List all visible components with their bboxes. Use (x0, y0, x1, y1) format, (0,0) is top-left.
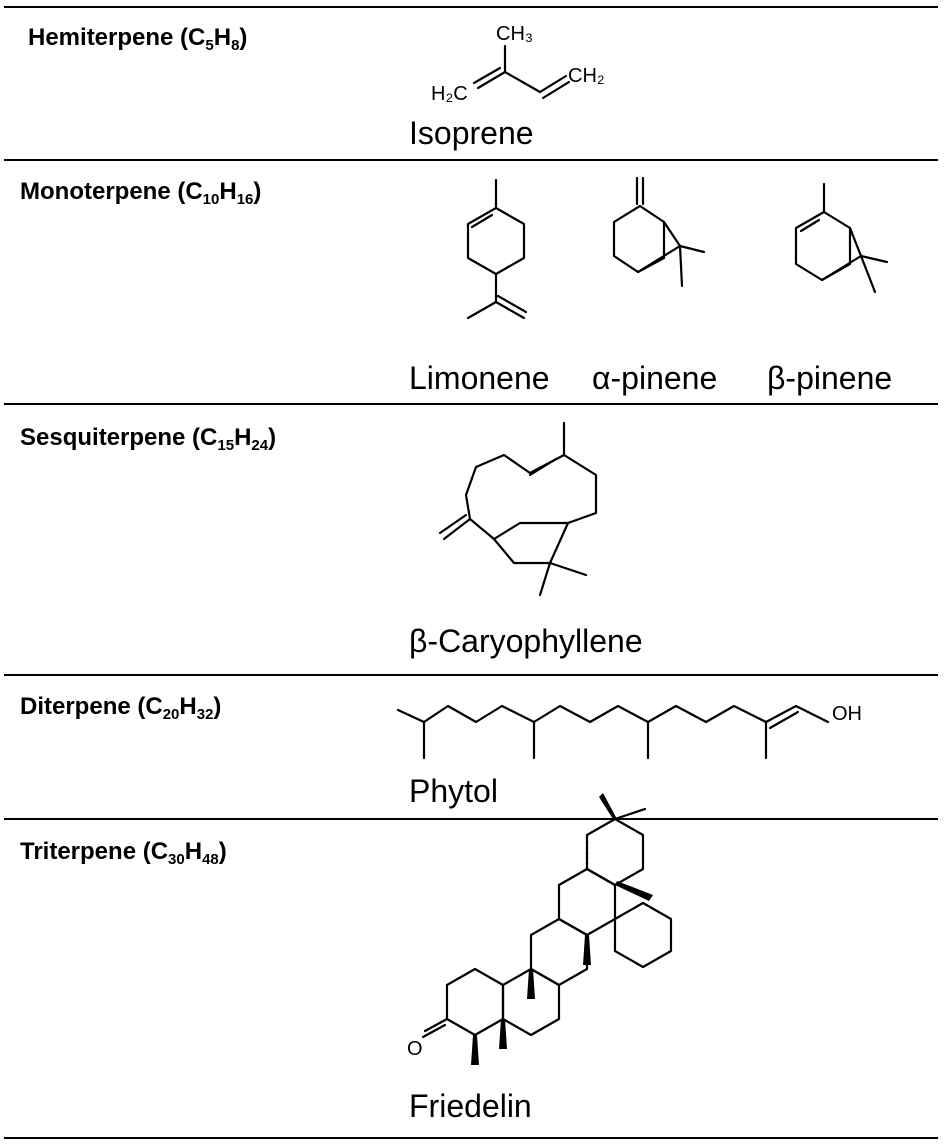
h2c-label: H₂C (431, 83, 468, 105)
carbon-count: 5 (205, 37, 214, 54)
compound-name-friedelin: Friedelin (409, 1088, 532, 1124)
hydrogen-count: 16 (236, 191, 254, 208)
carbon-count: 20 (162, 706, 180, 723)
carbon-count: 30 (168, 851, 185, 868)
hydrogen-count: 8 (231, 37, 240, 54)
carbonyl-oxygen-label: O (407, 1038, 423, 1060)
class-name: Hemiterpene (28, 24, 174, 51)
phytol-structure: OH (396, 703, 862, 760)
carbon-count: 15 (217, 437, 235, 454)
row-divider (4, 159, 938, 161)
class-label-monoterpene: Monoterpene (C10H16) (20, 178, 262, 208)
row-divider (4, 403, 938, 405)
compound-name-limonene: Limonene (409, 360, 550, 396)
class-label-sesquiterpene: Sesquiterpene (C15H24) (20, 424, 277, 454)
row-divider (4, 674, 938, 676)
compound-name-phytol: Phytol (409, 773, 498, 809)
beta-caryophyllene-structure (438, 421, 598, 597)
class-name: Diterpene (20, 693, 131, 720)
hydrogen-count: 48 (202, 851, 219, 868)
compound-name-beta-caryophyllene: β-Caryophyllene (409, 623, 643, 659)
hydroxyl-label: OH (832, 703, 862, 725)
class-label-diterpene: Diterpene (C20H32) (20, 693, 222, 723)
beta-pinene-structure (794, 182, 889, 294)
table-top-rule (4, 6, 938, 8)
class-name: Triterpene (20, 838, 137, 865)
ch2-label: CH₂ (568, 65, 605, 87)
compound-name-beta-pinene: β-pinene (767, 360, 893, 396)
alpha-pinene-structure (612, 176, 706, 288)
compound-name-isoprene: Isoprene (409, 115, 534, 151)
class-name: Sesquiterpene (20, 424, 186, 451)
class-label-hemiterpene: Hemiterpene (C5H8) (28, 24, 248, 54)
row-divider (4, 818, 938, 820)
table-bottom-rule (4, 1137, 938, 1139)
friedelin-structure: O (407, 793, 673, 1065)
hydrogen-count: 32 (196, 706, 214, 723)
class-label-triterpene: Triterpene (C30H48) (20, 838, 227, 868)
compound-name-alpha-pinene: α-pinene (592, 360, 718, 396)
methyl-label: CH₃ (496, 23, 533, 45)
limonene-structure (466, 178, 528, 320)
class-name: Monoterpene (20, 178, 171, 205)
hydrogen-count: 24 (251, 437, 269, 454)
isoprene-structure: CH₃ H₂C CH₂ (431, 23, 605, 105)
carbon-count: 10 (202, 191, 220, 208)
